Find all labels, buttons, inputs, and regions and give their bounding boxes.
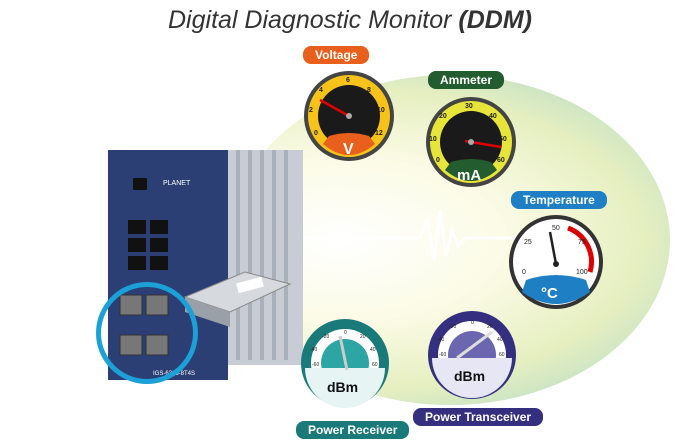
svg-text:-20: -20: [322, 334, 329, 340]
svg-text:50: 50: [499, 136, 507, 143]
temperature-unit: °C: [541, 285, 558, 302]
svg-text:0: 0: [436, 157, 440, 164]
svg-text:40: 40: [370, 347, 376, 353]
voltage-label: Voltage: [303, 46, 370, 64]
ammeter-label: Ammeter: [428, 71, 505, 89]
svg-text:8: 8: [367, 87, 371, 94]
page-title: Digital Diagnostic Monitor (DDM): [0, 6, 700, 35]
receiver-unit: dBm: [327, 379, 358, 395]
svg-text:-60: -60: [439, 352, 446, 358]
svg-text:-40: -40: [310, 347, 317, 353]
voltage-unit: V: [343, 141, 354, 158]
transceiver-gauge: -60 -40 -20 0 20 40 60 dBm: [428, 311, 516, 399]
ammeter-gauge: 0 10 20 30 40 50 60 mA: [426, 97, 516, 187]
industrial-switch-image: PLANET IGS-6325-8T4S: [108, 135, 303, 380]
voltage-gauge: 0 2 4 6 8 10 12 V: [304, 71, 394, 161]
svg-text:75: 75: [578, 239, 586, 246]
temperature-gauge: 0 25 50 75 100 °C: [509, 215, 603, 309]
svg-text:0: 0: [314, 130, 318, 137]
svg-text:6: 6: [346, 77, 350, 84]
svg-text:0: 0: [344, 330, 347, 336]
ammeter-unit: mA: [457, 167, 481, 184]
title-text: Digital Diagnostic Monitor: [168, 6, 459, 34]
svg-text:60: 60: [372, 362, 378, 368]
transceiver-unit: dBm: [454, 368, 485, 384]
svg-text:0: 0: [522, 269, 526, 276]
svg-text:60: 60: [497, 157, 505, 164]
brand-label: PLANET: [163, 180, 191, 187]
svg-text:-40: -40: [437, 337, 444, 343]
svg-text:25: 25: [524, 239, 532, 246]
svg-text:20: 20: [439, 113, 447, 120]
svg-text:-60: -60: [312, 362, 319, 368]
svg-text:60: 60: [499, 352, 505, 358]
svg-text:40: 40: [497, 337, 503, 343]
transceiver-label: Power Transceiver: [413, 408, 544, 426]
svg-text:40: 40: [489, 113, 497, 120]
svg-text:10: 10: [377, 107, 385, 114]
svg-text:100: 100: [576, 269, 588, 276]
receiver-label: Power Receiver: [296, 421, 410, 439]
svg-text:0: 0: [471, 320, 474, 326]
svg-text:20: 20: [360, 334, 366, 340]
signal-wave: [300, 209, 530, 261]
svg-text:20: 20: [487, 324, 493, 330]
svg-text:30: 30: [465, 103, 473, 110]
sfp-highlight-circle: [96, 282, 198, 384]
temperature-label: Temperature: [511, 191, 607, 209]
receiver-gauge: -60 -40 -20 0 20 40 60 dBm: [301, 319, 389, 408]
svg-text:-20: -20: [449, 324, 456, 330]
svg-text:12: 12: [375, 130, 383, 137]
svg-text:10: 10: [429, 136, 437, 143]
sfp-module: [183, 271, 292, 327]
title-bold: (DDM): [458, 6, 532, 34]
svg-text:50: 50: [552, 225, 560, 232]
svg-text:2: 2: [309, 107, 313, 114]
svg-text:4: 4: [319, 87, 323, 94]
